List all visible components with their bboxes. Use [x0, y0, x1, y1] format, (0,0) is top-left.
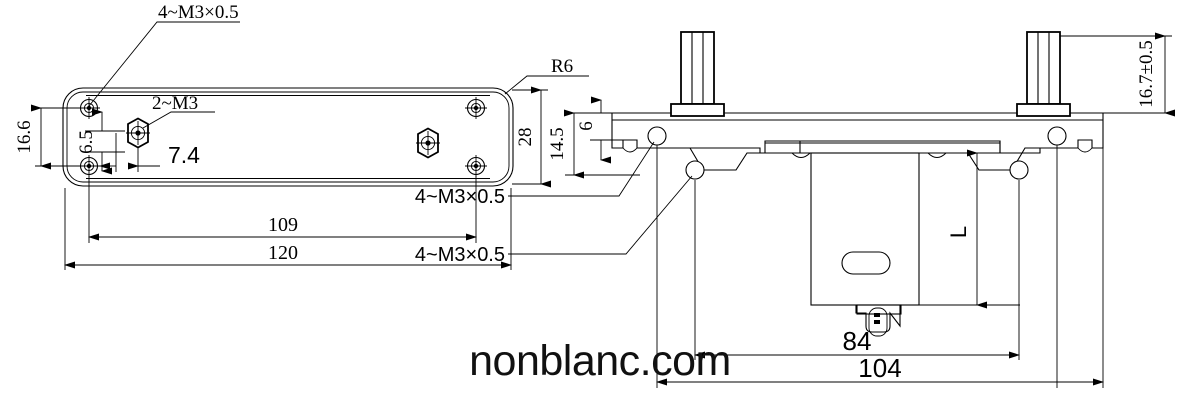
screw-top-right [465, 97, 487, 119]
leader-four-m3-lower [508, 175, 693, 255]
label-dim-14-5: 14.5 [547, 127, 568, 160]
label-dim-109: 109 [268, 214, 298, 236]
label-dim-120: 120 [268, 242, 298, 264]
dim-16-6 [31, 104, 85, 170]
dim-28 [512, 86, 551, 188]
label-dim-L: L [946, 226, 971, 238]
hex-screw-right [416, 127, 440, 159]
screw-bottom-right [465, 155, 487, 177]
leader-two-m3 [142, 111, 215, 129]
label-dim-28: 28 [515, 128, 536, 147]
label-dim-84: 84 [843, 326, 872, 356]
dim-84 [694, 180, 1020, 360]
label-dim-6: 6 [576, 121, 597, 131]
label-four-m3-top: 4~M3×0.5 [158, 2, 239, 23]
front-view-hex-screws [126, 117, 440, 159]
screw-bottom-left [78, 155, 100, 177]
label-four-m3-upper: 4~M3×0.5 [415, 186, 505, 208]
label-dim-16-6: 16.6 [14, 120, 35, 153]
side-view-mounting-bosses [647, 126, 1067, 180]
dim-7-4 [99, 133, 160, 172]
hex-screw-left [126, 117, 150, 149]
label-dim-7-4: 7.4 [168, 142, 200, 168]
dim-120 [64, 188, 512, 270]
dim-16-7 [1060, 32, 1175, 117]
label-dim-6-5: 6.5 [76, 130, 97, 154]
leader-four-m3-top [88, 21, 240, 107]
dim-L [919, 149, 1020, 309]
side-view-threaded-posts [670, 31, 1071, 117]
label-two-m3: 2~M3 [152, 93, 198, 114]
label-dim-16-7: 16.7±0.5 [1136, 40, 1157, 107]
dim-104 [656, 120, 1104, 388]
front-view-body [62, 87, 514, 187]
label-r6: R6 [551, 56, 573, 77]
front-view-corner-screws [78, 97, 487, 177]
leader-four-m3-upper [508, 141, 655, 197]
dim-6 [590, 96, 625, 164]
label-four-m3-lower: 4~M3×0.5 [415, 244, 505, 266]
threaded-post-right [1016, 31, 1071, 117]
dim-109 [88, 176, 477, 243]
leader-r6 [504, 75, 589, 95]
side-view-body [611, 112, 1104, 337]
threaded-post-left [670, 31, 725, 117]
label-dim-104: 104 [858, 353, 901, 383]
